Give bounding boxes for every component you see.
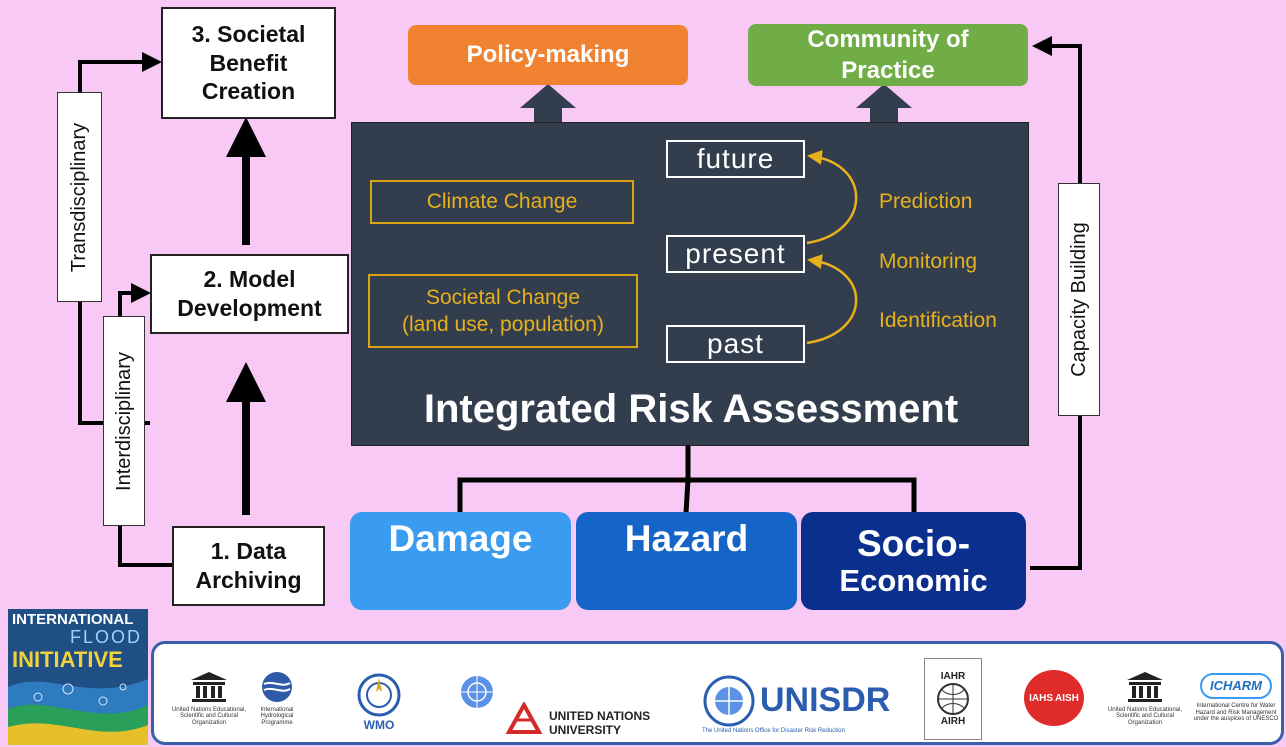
societal-benefit-box: 3. Societal Benefit Creation [161,7,336,119]
climate-change-box: Climate Change [370,180,634,224]
damage-label: Damage [388,518,533,559]
ifi-line3: INITIATIVE [12,647,123,672]
unisdr-un-emblem-icon [703,675,755,727]
unesco-caption-2: United Nations Educational, Scientific a… [1107,706,1183,726]
monitoring-label: Monitoring [879,250,978,273]
community-block-arrow [856,84,912,124]
aish-text: AISH [1055,692,1079,704]
model-line: 2. Model [203,266,296,293]
un-emblem-icon [461,676,493,708]
unisdr-caption: The United Nations Office for Disaster R… [702,727,845,734]
unu-text: UNITED NATIONS UNIVERSITY [549,709,651,737]
identification-label: Identification [879,309,997,332]
transdisciplinary-text: Transdisciplinary [68,122,90,272]
model-line: Development [177,295,322,321]
societal-line: Societal Change [425,285,581,309]
societal-line: (land use, population) [402,313,604,336]
policy-making-label: Policy-making [466,41,630,69]
ihp-caption: International Hydrological Programme [260,706,294,726]
iahs-text: IAHS [1029,692,1053,704]
ifi-line2: FLOOD [69,627,142,647]
community-line: Practice [841,57,935,84]
hazard-label: Hazard [624,518,749,559]
assessment-title: Integrated Risk Assessment [423,387,959,431]
present-to-future-arc [806,149,858,245]
future-box: future [666,140,805,178]
interdisciplinary-text: Interdisciplinary [112,351,135,491]
partner-logo-strip: United Nations Educational, Scientific a… [151,641,1284,745]
community-of-practice-box: Community of Practice [748,24,1028,86]
icharm-caption: International Centre for Water Hazard an… [1193,703,1279,723]
socio-line: Economic [839,563,988,599]
present-label: present [685,238,786,269]
integrated-risk-assessment-panel: Climate Change Societal Change (land use… [351,122,1029,446]
past-label: past [707,328,764,359]
ifi-wave-graphic [8,679,148,745]
transdisciplinary-label: Transdisciplinary [57,92,102,302]
ihp-globe-icon [262,671,292,702]
damage-box: Damage [350,512,571,610]
ihp-logo: International Hydrological Programme [254,660,300,736]
unesco-temple-icon-2 [1127,671,1163,702]
wmo-emblem-icon [357,673,401,717]
present-box: present [666,235,805,273]
icharm-logo: ICHARM International Centre for Water Ha… [1192,660,1280,736]
benefit-line: Creation [201,78,296,105]
model-development-box: 2. Model Development [150,254,349,334]
unu-emblem-icon [506,702,542,734]
unesco-temple-icon [191,671,227,702]
past-to-present-arc [806,254,858,345]
climate-change-label: Climate Change [426,190,578,214]
unisdr-text: UNISDR [760,681,891,720]
capacity-building-text: Capacity Building [1067,222,1090,377]
socio-line: Socio- [856,522,971,564]
wmo-text: WMO [363,718,395,732]
benefit-line: Benefit [209,49,288,76]
airh-text: AIRH [940,716,966,727]
iahr-text: IAHR [940,671,966,682]
unesco-logo-2: United Nations Educational, Scientific a… [1104,660,1186,736]
prediction-label: Prediction [879,190,973,213]
iahr-globe-icon [937,683,969,715]
past-box: past [666,325,805,363]
unesco-caption: United Nations Educational, Scientific a… [171,706,247,726]
iahs-logo: IAHS AISH [1024,670,1084,726]
community-line: Community of [807,25,969,53]
ifi-logo: INTERNATIONAL FLOOD INITIATIVE [8,609,148,745]
societal-change-box: Societal Change (land use, population) [368,274,638,348]
wmo-logo: WMO [349,664,409,740]
capacity-building-label: Capacity Building [1058,183,1100,416]
policy-making-box: Policy-making [408,25,688,85]
socio-economic-box: Socio- Economic [801,512,1026,610]
unisdr-logo: UNISDR The United Nations Office for Dis… [702,666,892,742]
ifi-line1: INTERNATIONAL [12,611,134,628]
timeline-arcs [806,149,858,345]
data-archiving-box: 1. Data Archiving [172,526,325,606]
benefit-line: 3. Societal [191,20,306,47]
icharm-text: ICHARM [1210,678,1262,694]
future-label: future [696,143,775,174]
data-line: 1. Data [210,538,287,565]
iahr-logo: IAHR AIRH [924,658,982,740]
data-line: Archiving [195,567,302,593]
assessment-tree [457,446,917,514]
policy-block-arrow [520,84,576,124]
unesco-logo: United Nations Educational, Scientific a… [168,660,250,736]
interdisciplinary-label: Interdisciplinary [103,316,145,526]
hazard-box: Hazard [576,512,797,610]
